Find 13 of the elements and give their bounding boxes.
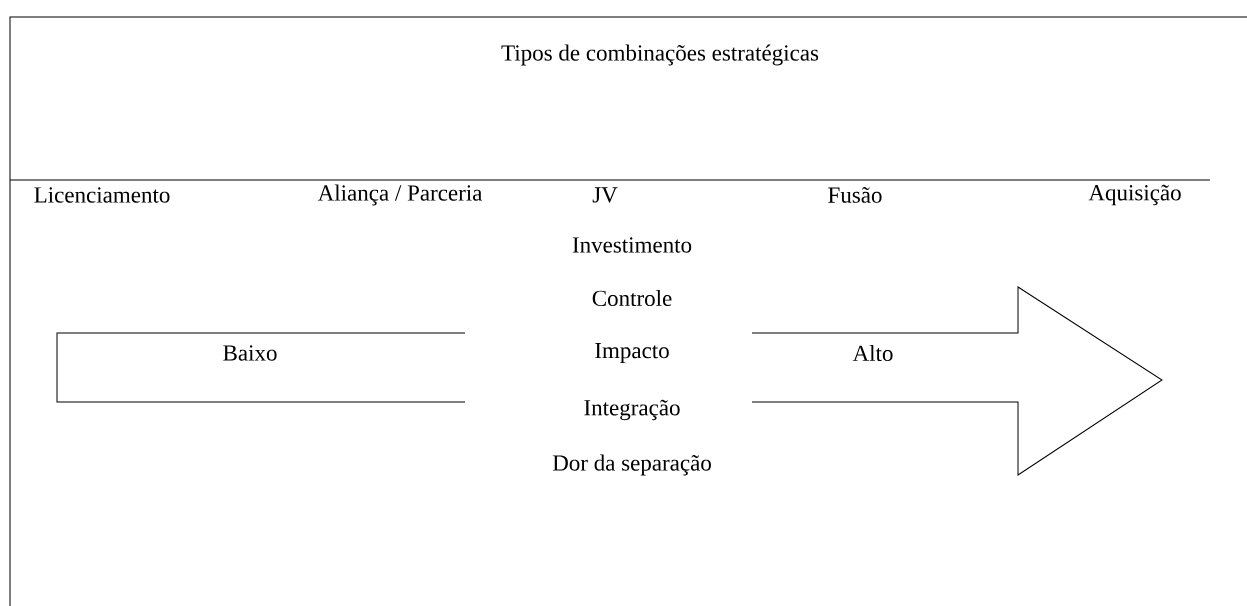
- criterion-label: Dor da separação: [552, 454, 711, 476]
- type-label: Licenciamento: [34, 187, 170, 203]
- type-label: JV: [592, 187, 618, 203]
- type-label: Aquisição: [1088, 184, 1181, 206]
- type-label: Aliança / Parceria: [317, 184, 483, 206]
- type-label: Fusão: [828, 187, 882, 203]
- criterion-label: Controle: [592, 289, 672, 307]
- criterion-label: Investimento: [572, 237, 692, 253]
- title: Tipos de combinações estratégicas: [501, 44, 819, 66]
- scale-label: Baixo: [223, 345, 277, 361]
- criterion-label: Integração: [584, 399, 680, 421]
- criterion-label: Impacto: [595, 343, 669, 363]
- scale-label: Alto: [852, 344, 893, 362]
